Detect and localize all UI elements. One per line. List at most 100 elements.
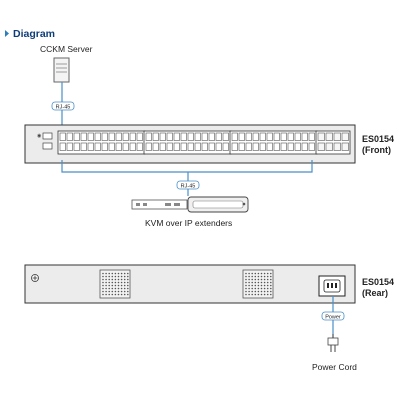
rear-model: ES0154 — [362, 277, 394, 287]
rj45-port — [152, 142, 159, 151]
rj45-port — [201, 142, 208, 151]
rj45-port — [287, 142, 294, 151]
rear-side-label: (Rear) — [362, 288, 388, 298]
rj45-port — [280, 142, 287, 151]
rj45-port — [129, 142, 136, 151]
port-bank-1 — [57, 130, 146, 155]
heading-text: Diagram — [13, 28, 55, 40]
rj45-port — [173, 142, 180, 151]
sfp-port — [317, 142, 325, 151]
rj45-port — [166, 142, 173, 151]
rj45-port — [66, 142, 73, 151]
rj45-port — [101, 132, 108, 141]
rj45-port — [208, 132, 215, 141]
server-label: CCKM Server — [40, 44, 93, 54]
sfp-port — [341, 132, 349, 141]
rj45-port — [187, 142, 194, 151]
rj45-port — [101, 142, 108, 151]
fan-vent-1 — [99, 269, 131, 299]
rj45-port — [301, 132, 308, 141]
rj45-port — [259, 132, 266, 141]
rj45-port — [94, 132, 101, 141]
rj45-port — [201, 132, 208, 141]
power-tag-text: Power — [325, 314, 341, 320]
sfp-port-bank — [315, 130, 351, 155]
rj45-port — [294, 142, 301, 151]
power-tag: Power — [321, 311, 345, 321]
rj45-port — [152, 132, 159, 141]
rj45-tag-top: RJ-45 — [51, 101, 75, 111]
rj45-port — [80, 132, 87, 141]
extender-cable — [61, 160, 313, 173]
power-cord-label: Power Cord — [312, 362, 357, 372]
rj45-port — [108, 132, 115, 141]
rj45-tag-bottom-text: RJ-45 — [181, 183, 196, 189]
extenders-label: KVM over IP extenders — [145, 218, 232, 228]
rj45-tag-top-text: RJ-45 — [56, 104, 71, 110]
rj45-port — [308, 142, 315, 151]
rj45-port — [266, 142, 273, 151]
rj45-port — [145, 142, 152, 151]
rj45-port — [136, 132, 143, 141]
sfp-port — [325, 142, 333, 151]
rj45-port — [238, 132, 245, 141]
rj45-port — [66, 132, 73, 141]
section-heading: Diagram — [5, 28, 55, 40]
rj45-port — [301, 142, 308, 151]
rj45-port — [59, 132, 66, 141]
sfp-port — [333, 132, 341, 141]
rj45-port — [252, 132, 259, 141]
rj45-port — [115, 132, 122, 141]
port-bank-3 — [229, 130, 318, 155]
rj45-tag-bottom: RJ-45 — [176, 180, 200, 190]
rj45-port — [129, 132, 136, 141]
rj45-port — [80, 142, 87, 151]
rj45-port — [273, 142, 280, 151]
power-plug-icon — [327, 334, 339, 352]
rj45-port — [180, 142, 187, 151]
rj45-port — [287, 132, 294, 141]
console-port — [42, 132, 53, 140]
sfp-port — [317, 132, 325, 141]
rj45-port — [231, 142, 238, 151]
rj45-port — [222, 142, 229, 151]
rj45-port — [136, 142, 143, 151]
rj45-port — [108, 142, 115, 151]
rj45-port — [266, 132, 273, 141]
rj45-port — [73, 142, 80, 151]
rj45-port — [273, 132, 280, 141]
rj45-port — [122, 142, 129, 151]
rj45-port — [180, 132, 187, 141]
rj45-port — [145, 132, 152, 141]
rj45-port — [245, 132, 252, 141]
extender-device-icon — [131, 196, 249, 213]
rj45-port — [115, 142, 122, 151]
rj45-port — [215, 132, 222, 141]
rj45-port — [159, 142, 166, 151]
front-side-label: (Front) — [362, 145, 391, 155]
rj45-port — [308, 132, 315, 141]
rj45-port — [208, 142, 215, 151]
switch-front-panel: ◉ — [24, 124, 356, 164]
rj45-port — [87, 132, 94, 141]
sfp-port — [333, 142, 341, 151]
rj45-port — [187, 132, 194, 141]
rj45-port — [280, 132, 287, 141]
rj45-port — [252, 142, 259, 151]
fan-vent-2 — [242, 269, 274, 299]
rj45-port — [194, 142, 201, 151]
sfp-port — [341, 142, 349, 151]
power-socket-icon — [318, 275, 346, 297]
rj45-port — [94, 142, 101, 151]
rj45-port — [73, 132, 80, 141]
heading-arrow-icon — [5, 30, 9, 37]
rj45-port — [194, 132, 201, 141]
ground-screw-icon — [31, 274, 39, 282]
rj45-port — [159, 132, 166, 141]
server-tower-icon — [53, 57, 70, 83]
rj45-port — [259, 142, 266, 151]
sfp-port — [325, 132, 333, 141]
switch-rear-panel — [24, 264, 356, 304]
rj45-port — [173, 132, 180, 141]
